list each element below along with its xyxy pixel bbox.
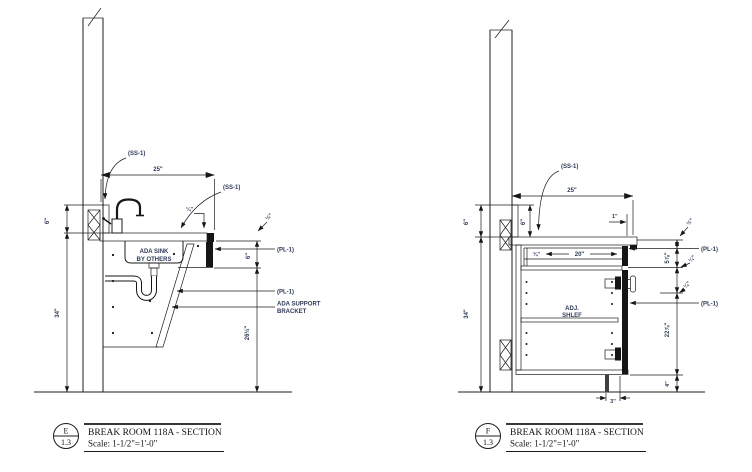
front-bracket	[206, 242, 213, 267]
label-bracket-2: BRACKET	[277, 309, 307, 315]
fastener-dots	[111, 244, 200, 335]
door-front	[622, 270, 628, 374]
dim-door-front: 22⅞"	[665, 323, 671, 338]
backsplash	[511, 204, 519, 238]
label-ada-sink-2: BY OTHERS	[137, 257, 172, 263]
wall-break-mark	[87, 7, 102, 27]
hinge-lower	[604, 347, 621, 361]
title-block-left: E 1.3 BREAK ROOM 118A - SECTION Scale: 1…	[53, 423, 224, 452]
view-scale: Scale: 1-1/2"=1'-0"	[510, 439, 580, 449]
dim-counter-height: 34"	[464, 309, 470, 319]
dimensions-right: 25" 6" 34" 6" 1" 20" ¾"	[464, 188, 697, 405]
drawer-front	[622, 246, 628, 266]
wall-section-left	[34, 7, 292, 393]
label-ss1: (SS-1)	[561, 164, 578, 170]
dim-apron: 6"	[246, 253, 252, 259]
adjustable-shelf	[520, 317, 619, 323]
countertop	[99, 232, 208, 242]
dim-counter-height: 34"	[55, 308, 61, 318]
wall-blocking-lower	[499, 339, 512, 371]
view-title: BREAK ROOM 118A - SECTION	[88, 428, 222, 438]
label-pl1-upper: (PL-1)	[277, 248, 294, 254]
label-bracket-1: ADA SUPPORT	[277, 302, 321, 308]
detail-ref-number: 1.3	[61, 438, 71, 447]
dim-drawer-width: 20"	[575, 252, 585, 258]
wall-blocking-upper	[499, 219, 512, 251]
dim-counter-width: 25"	[567, 188, 577, 194]
dim-reveal-lower: ¼"	[682, 280, 692, 290]
label-ss1-counter: (SS-1)	[223, 185, 240, 191]
dim-splash-height-inner: 6"	[521, 219, 527, 225]
detail-ref-letter: F	[486, 427, 491, 436]
faucet	[102, 198, 144, 234]
detail-ref-letter: E	[64, 427, 69, 436]
drawer-rail	[520, 265, 623, 271]
dimensions-left: 25" 6" 34" ¼" ½" 6" 26½"	[45, 167, 274, 393]
label-pl1-upper: (PL-1)	[701, 247, 718, 253]
dim-nose: ½"	[685, 217, 695, 227]
toe-kick-board	[605, 374, 609, 392]
cabinet-bottom	[515, 369, 629, 375]
dim-toe-kick-depth: 3"	[610, 399, 616, 405]
dim-toe-kick-height: 4"	[665, 381, 671, 387]
sloped-apron-panel	[155, 243, 195, 348]
wall-hatch	[489, 29, 513, 393]
shelf-pin-holes	[525, 281, 613, 356]
title-block-right: F 1.3 BREAK ROOM 118A - SECTION Scale: 1…	[475, 423, 646, 452]
wall-blocking	[87, 209, 101, 241]
p-trap	[105, 275, 157, 301]
drawer	[523, 246, 628, 266]
view-scale: Scale: 1-1/2"=1'-0"	[88, 439, 158, 449]
view-title: BREAK ROOM 118A - SECTION	[510, 428, 644, 438]
cabinet-side	[515, 244, 522, 371]
label-ss1-splash: (SS-1)	[128, 151, 145, 157]
countertop	[508, 236, 638, 246]
dim-knee-clearance: 26½"	[244, 326, 251, 341]
annotations-right: (SS-1) (PL-1) (PL-1) ADJ. SHLEF	[536, 164, 718, 319]
dim-splash-height: 6"	[464, 219, 470, 225]
hinge-upper	[604, 276, 621, 290]
dim-splash-height: 6"	[45, 218, 51, 224]
label-ada-sink-1: ADA SINK	[140, 249, 169, 255]
door-handle	[628, 275, 636, 293]
label-pl1-lower: (PL-1)	[701, 302, 718, 308]
detail-ref-number: 1.3	[483, 438, 493, 447]
dim-lip: ¼"	[186, 206, 194, 213]
dim-drawer-inset: ¾"	[533, 251, 541, 258]
left-section-view: 25" 6" 34" ¼" ½" 6" 26½" (SS-1) (SS-1) A…	[34, 7, 321, 452]
right-section-view: 25" 6" 34" 6" 1" 20" ¾"	[458, 19, 718, 452]
counter-nose	[207, 233, 214, 242]
wall-break-mark	[494, 19, 510, 39]
dim-reveal-upper: ¼"	[687, 254, 697, 264]
dim-counter-width: 25"	[153, 167, 163, 173]
dim-overhang: 1"	[612, 214, 618, 220]
label-shelf-1: ADJ.	[565, 306, 579, 312]
label-pl1-lower: (PL-1)	[277, 290, 294, 296]
label-shelf-2: SHLEF	[562, 313, 582, 319]
millwork-left	[99, 198, 214, 348]
annotations-left: (SS-1) (SS-1) ADA SINK BY OTHERS (PL-1) …	[102, 151, 321, 315]
dim-nose: ½"	[264, 212, 274, 222]
dim-drawer-front: 5⅞"	[665, 252, 671, 263]
sink-drain	[148, 262, 160, 269]
millwork-right	[508, 204, 638, 392]
